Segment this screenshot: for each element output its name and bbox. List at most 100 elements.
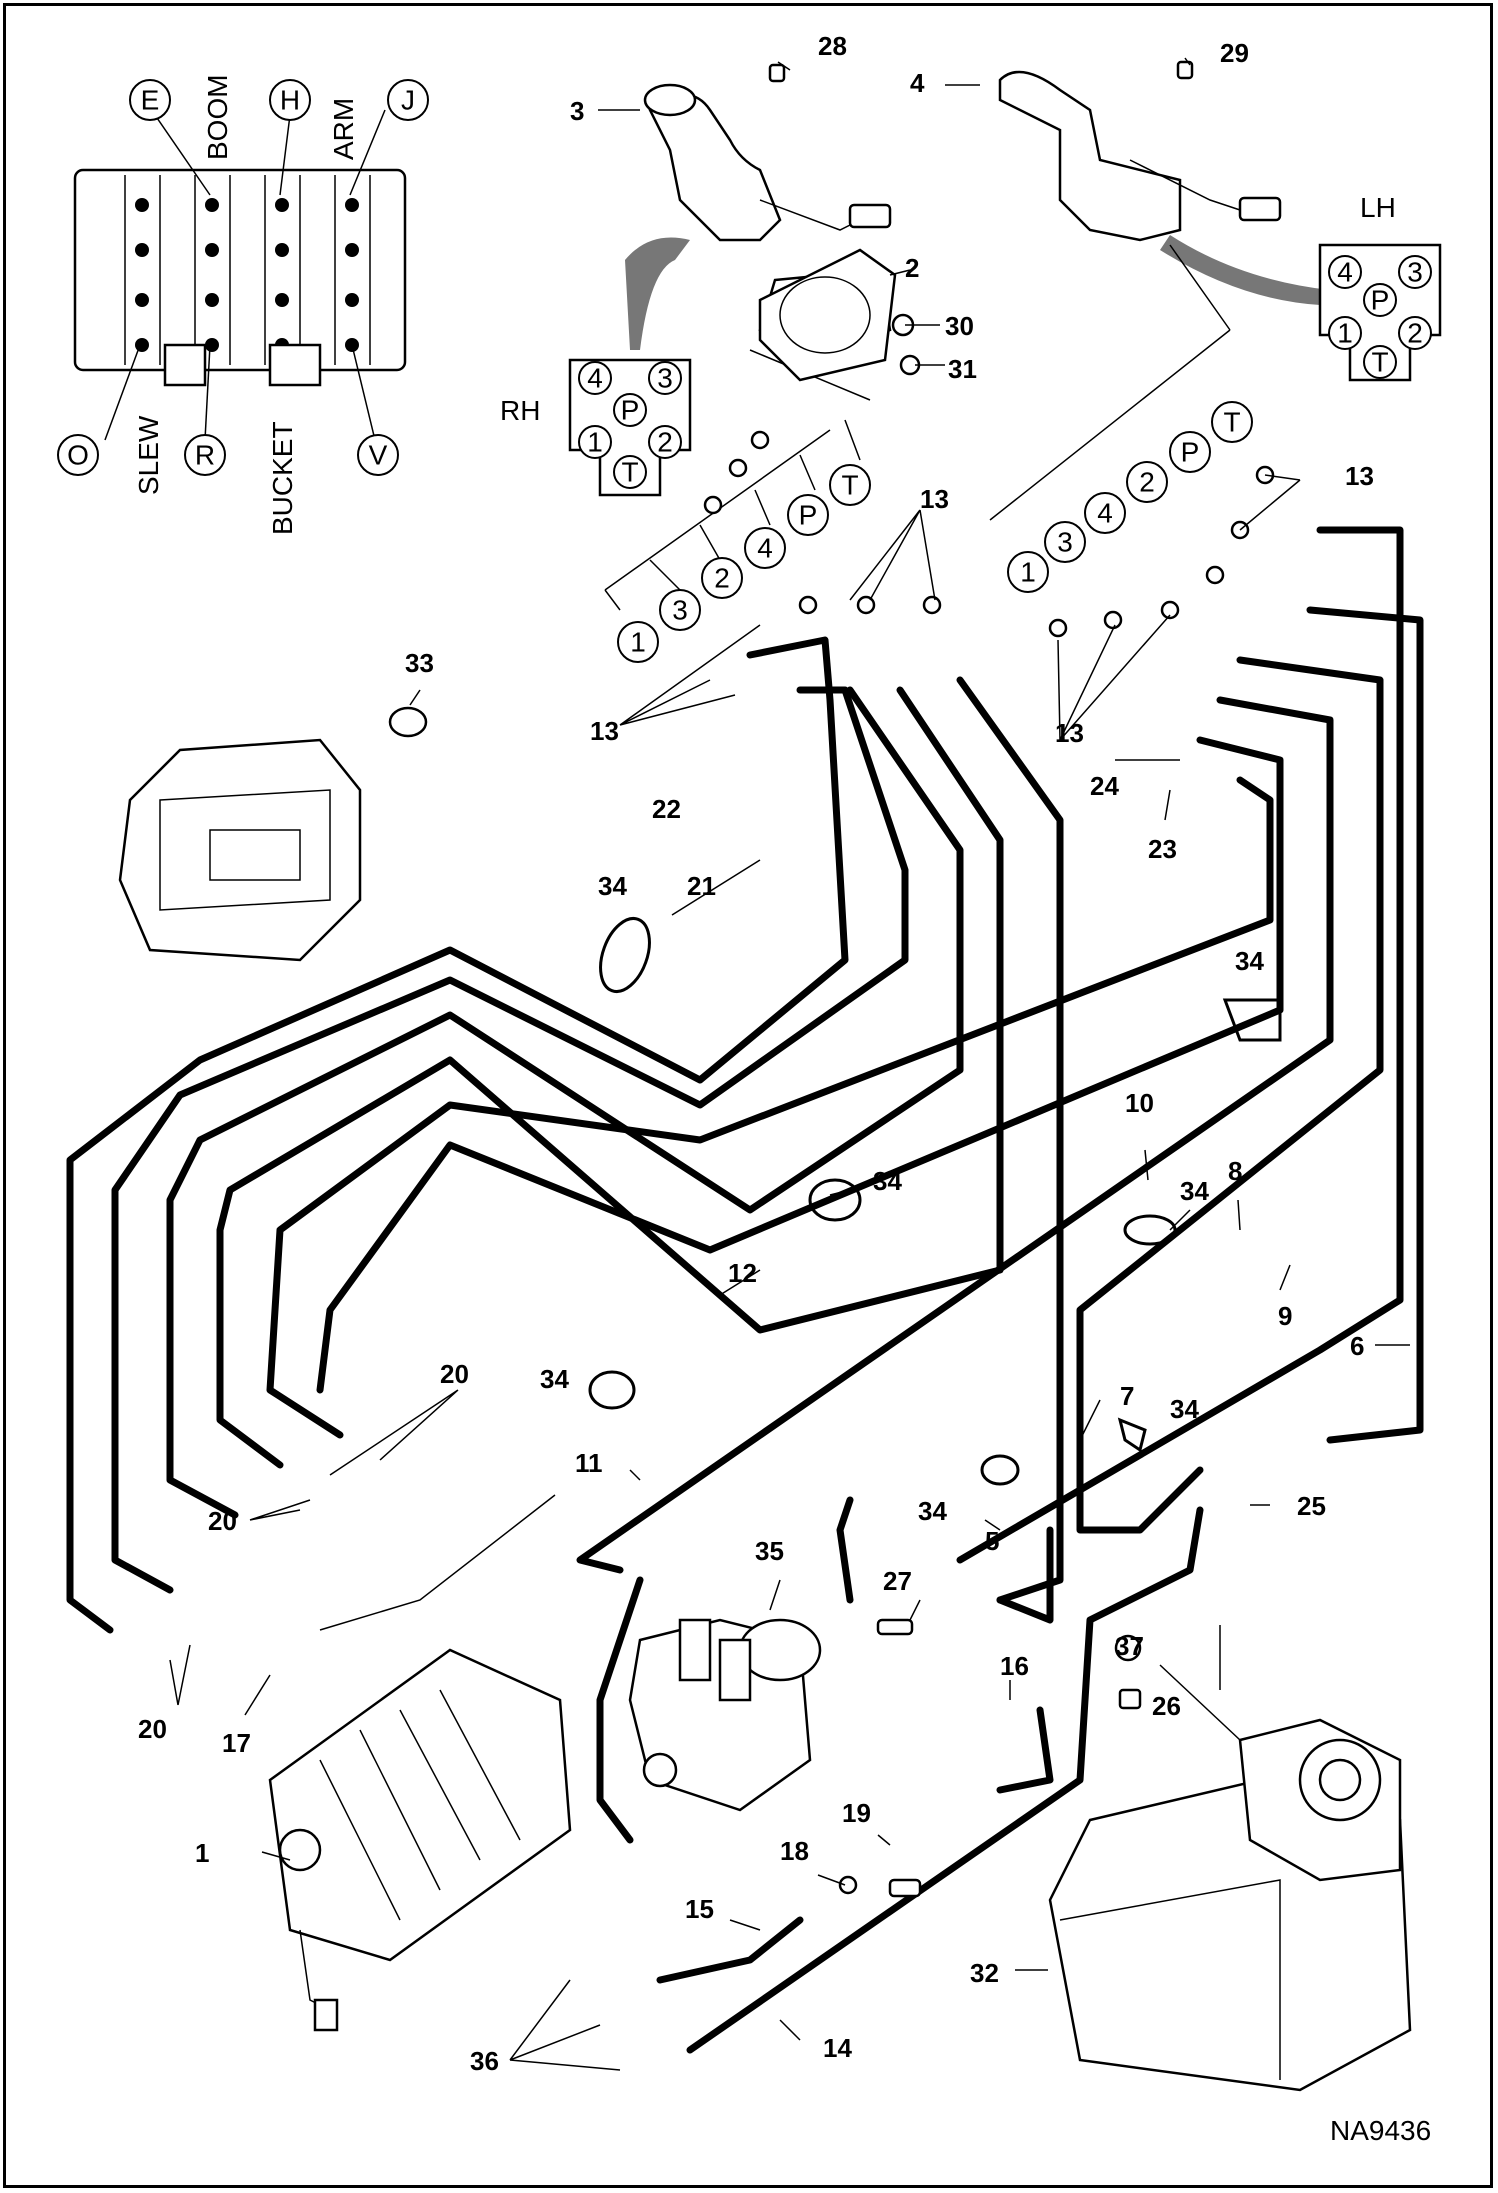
- callout-20-top: 20: [440, 1359, 469, 1389]
- hose-routing-10: [1306, 606, 1424, 1444]
- svg-text:P: P: [621, 395, 640, 426]
- callout-34-e: 34: [540, 1364, 569, 1394]
- hose-16: [996, 1706, 1054, 1794]
- callout-22: 22: [652, 794, 681, 824]
- label-slew: SLEW: [133, 415, 164, 495]
- callout-33: 33: [405, 648, 434, 678]
- callout-21: 21: [687, 871, 716, 901]
- hose-routing-4: [216, 686, 1004, 1469]
- lh-joystick: [998, 70, 1330, 305]
- leader-lines: [169, 57, 1410, 2071]
- port-letter-v: V: [369, 440, 388, 471]
- callout-10: 10: [1125, 1088, 1154, 1118]
- svg-text:T: T: [841, 470, 858, 501]
- callout-20-mid: 20: [208, 1506, 237, 1536]
- callout-11: 11: [575, 1448, 603, 1478]
- callout-34-g: 34: [918, 1496, 947, 1526]
- svg-text:4: 4: [1097, 498, 1113, 529]
- label-arm: ARM: [328, 98, 359, 160]
- callout-14: 14: [823, 2033, 852, 2063]
- callout-34-d: 34: [1180, 1176, 1209, 1206]
- callout-numbers: 1 2 3 4 5 6 7 8 9 10 11 12 13 13 13 13 1…: [138, 31, 1374, 2076]
- callout-34-b: 34: [1235, 946, 1264, 976]
- hose-14: [686, 1506, 1204, 2054]
- hose-routing-1: [66, 636, 849, 1634]
- svg-text:3: 3: [672, 595, 688, 626]
- callout-18: 18: [780, 1836, 809, 1866]
- svg-text:1: 1: [630, 627, 646, 658]
- hose-routing-3: [166, 686, 964, 1519]
- callout-17: 17: [222, 1728, 251, 1758]
- port-letter-h: H: [280, 85, 300, 116]
- callout-2: 2: [905, 253, 919, 283]
- hydraulic-hoses: [66, 526, 1424, 2054]
- lh-port-callouts: 13 42 PT: [989, 244, 1253, 593]
- svg-text:2: 2: [1407, 318, 1423, 349]
- callout-1: 1: [195, 1838, 209, 1868]
- callout-25: 25: [1297, 1491, 1326, 1521]
- svg-text:1: 1: [1020, 557, 1036, 588]
- svg-text:1: 1: [587, 427, 603, 458]
- pilot-valve: [628, 1618, 822, 1812]
- callout-12: 12: [728, 1258, 757, 1288]
- port-letter-o: O: [67, 440, 89, 471]
- control-valve-detail: E H J O R V BOOM ARM SLEW BUCKET: [57, 74, 429, 535]
- callout-36: 36: [470, 2046, 499, 2076]
- callout-3: 3: [570, 96, 584, 126]
- diagram-frame: [3, 3, 1493, 2188]
- callout-13-rh: 13: [590, 716, 619, 746]
- diagram-id: NA9436: [1330, 2115, 1431, 2146]
- callout-19: 19: [842, 1798, 871, 1828]
- label-bucket: BUCKET: [267, 421, 298, 535]
- hose-routing-6: [266, 776, 1274, 1439]
- callout-5: 5: [985, 1526, 999, 1556]
- hose-routing-9: [1076, 656, 1384, 1534]
- callout-20-bottom: 20: [138, 1714, 167, 1744]
- svg-text:3: 3: [1057, 527, 1073, 558]
- hose-routing-5: [956, 676, 1064, 1604]
- label-boom: BOOM: [202, 74, 233, 160]
- hose-routing-14: [596, 1576, 644, 1844]
- callout-6: 6: [1350, 1331, 1364, 1361]
- svg-text:T: T: [1223, 407, 1240, 438]
- port-letter-e: E: [141, 85, 160, 116]
- svg-text:4: 4: [1337, 257, 1353, 288]
- svg-text:P: P: [1371, 285, 1390, 316]
- callout-34-f: 34: [1170, 1394, 1199, 1424]
- svg-text:2: 2: [1139, 467, 1155, 498]
- svg-text:T: T: [621, 457, 638, 488]
- mount-plate: [758, 248, 897, 382]
- svg-text:P: P: [1181, 437, 1200, 468]
- callout-32: 32: [970, 1958, 999, 1988]
- callout-23: 23: [1148, 834, 1177, 864]
- callout-13-lh: 13: [1055, 718, 1084, 748]
- callout-31: 31: [948, 354, 977, 384]
- svg-text:P: P: [799, 500, 818, 531]
- callout-7: 7: [1120, 1381, 1134, 1411]
- port-letter-r: R: [195, 440, 215, 471]
- svg-text:1: 1: [1337, 318, 1353, 349]
- hose-routing-12: [836, 1496, 854, 1604]
- callout-27: 27: [883, 1566, 912, 1596]
- rh-port-callouts: 13 24 PT: [604, 349, 871, 663]
- callout-15: 15: [685, 1894, 714, 1924]
- callout-30: 30: [945, 311, 974, 341]
- label-lh: LH: [1360, 192, 1396, 223]
- svg-text:3: 3: [657, 363, 673, 394]
- callout-28: 28: [818, 31, 847, 61]
- hose-routing-8: [576, 696, 1334, 1574]
- main-valve: [268, 1648, 572, 2032]
- callout-37: 37: [1115, 1631, 1144, 1661]
- port-letter-j: J: [401, 85, 415, 116]
- hose-routing-11: [956, 526, 1404, 1564]
- svg-text:3: 3: [1407, 257, 1423, 288]
- hose-15: [656, 1916, 804, 1984]
- console-panel: [118, 706, 428, 962]
- callout-4: 4: [910, 68, 925, 98]
- callout-16: 16: [1000, 1651, 1029, 1681]
- svg-text:2: 2: [657, 427, 673, 458]
- callout-8: 8: [1228, 1156, 1242, 1186]
- svg-text:2: 2: [714, 563, 730, 594]
